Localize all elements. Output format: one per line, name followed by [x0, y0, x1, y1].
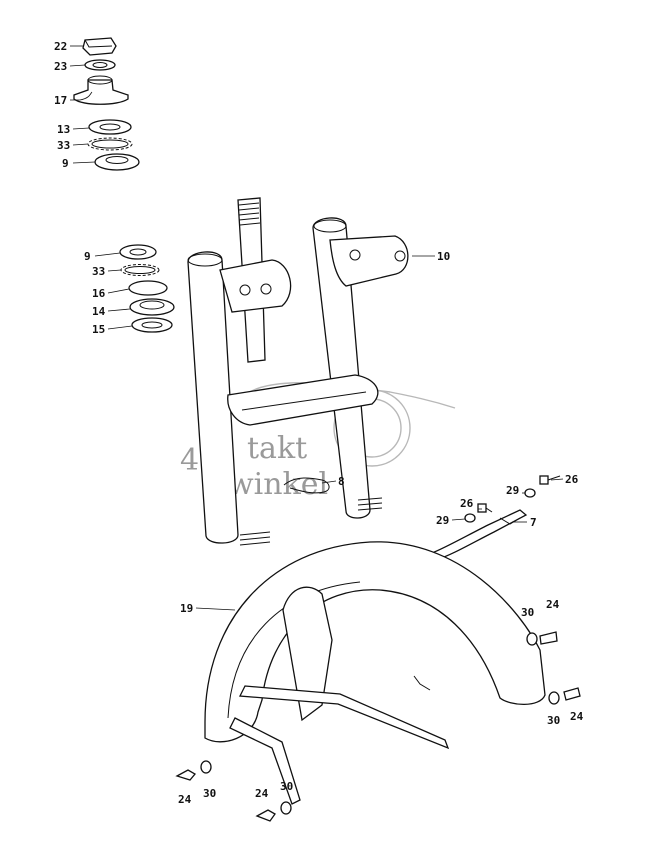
label-30-left: 30 [203, 787, 216, 800]
label-7: 7 [530, 516, 537, 529]
label-33-top: 33 [57, 139, 70, 152]
label-23: 23 [54, 60, 67, 73]
label-33-bottom: 33 [92, 265, 105, 278]
label-17: 17 [54, 94, 67, 107]
washer-30-bottom [280, 801, 292, 815]
washer-30-left [200, 760, 212, 774]
label-24-bottom: 24 [255, 787, 269, 800]
washer-23 [84, 59, 116, 71]
label-30-right-lower: 30 [547, 714, 560, 727]
bolt-24-left [175, 769, 196, 781]
watermark-numeral: 4 [180, 443, 199, 478]
front-fender-19 [204, 541, 546, 805]
washer-30-right-upper [526, 632, 538, 646]
steering-nut-22 [82, 37, 117, 56]
label-16: 16 [92, 287, 106, 300]
bolt-24-right-upper [539, 631, 558, 645]
label-29-lower: 29 [436, 514, 449, 527]
watermark-line1: takt [247, 431, 307, 466]
race-16 [128, 280, 168, 296]
label-9-bottom: 9 [84, 250, 91, 263]
washer-29-upper [524, 488, 536, 498]
label-14: 14 [92, 305, 106, 318]
watermark-line2: winkel [228, 467, 328, 502]
bolt-24-bottom [255, 809, 276, 822]
label-29-upper: 29 [506, 484, 519, 497]
balls-33-top [87, 137, 133, 151]
label-19: 19 [180, 602, 193, 615]
race-13 [88, 119, 132, 135]
race-14 [129, 298, 175, 316]
label-26-upper: 26 [565, 473, 579, 486]
label-24-right-upper: 24 [546, 598, 560, 611]
bolt-26-upper [539, 475, 561, 485]
label-24-left: 24 [178, 793, 192, 806]
cone-race-17 [73, 75, 129, 105]
label-26-lower: 26 [460, 497, 474, 510]
label-30-right-upper: 30 [521, 606, 534, 619]
bolt-24-right-lower [563, 687, 581, 701]
dust-seal-15 [131, 317, 173, 333]
label-9-top: 9 [62, 157, 69, 170]
label-30-bottom: 30 [280, 780, 293, 793]
watermark-logo: 4 takt winkel [180, 382, 456, 502]
fender-stay-7 [431, 509, 528, 561]
front-fork-assembly [187, 197, 409, 546]
label-8: 8 [338, 475, 345, 488]
leader-lines [69, 45, 564, 611]
part-labels: 22 23 17 13 33 9 9 33 16 14 15 10 8 26 2… [54, 40, 584, 806]
label-15: 15 [92, 323, 105, 336]
label-22: 22 [54, 40, 67, 53]
label-10: 10 [437, 250, 450, 263]
race-9-bottom [119, 244, 157, 260]
label-24-right-lower: 24 [570, 710, 584, 723]
balls-33-bottom [120, 264, 160, 276]
label-13: 13 [57, 123, 70, 136]
washer-30-right-lower [548, 691, 560, 705]
washer-29-lower [464, 513, 476, 523]
race-9-top [94, 153, 140, 171]
bolt-26-lower [477, 503, 493, 513]
